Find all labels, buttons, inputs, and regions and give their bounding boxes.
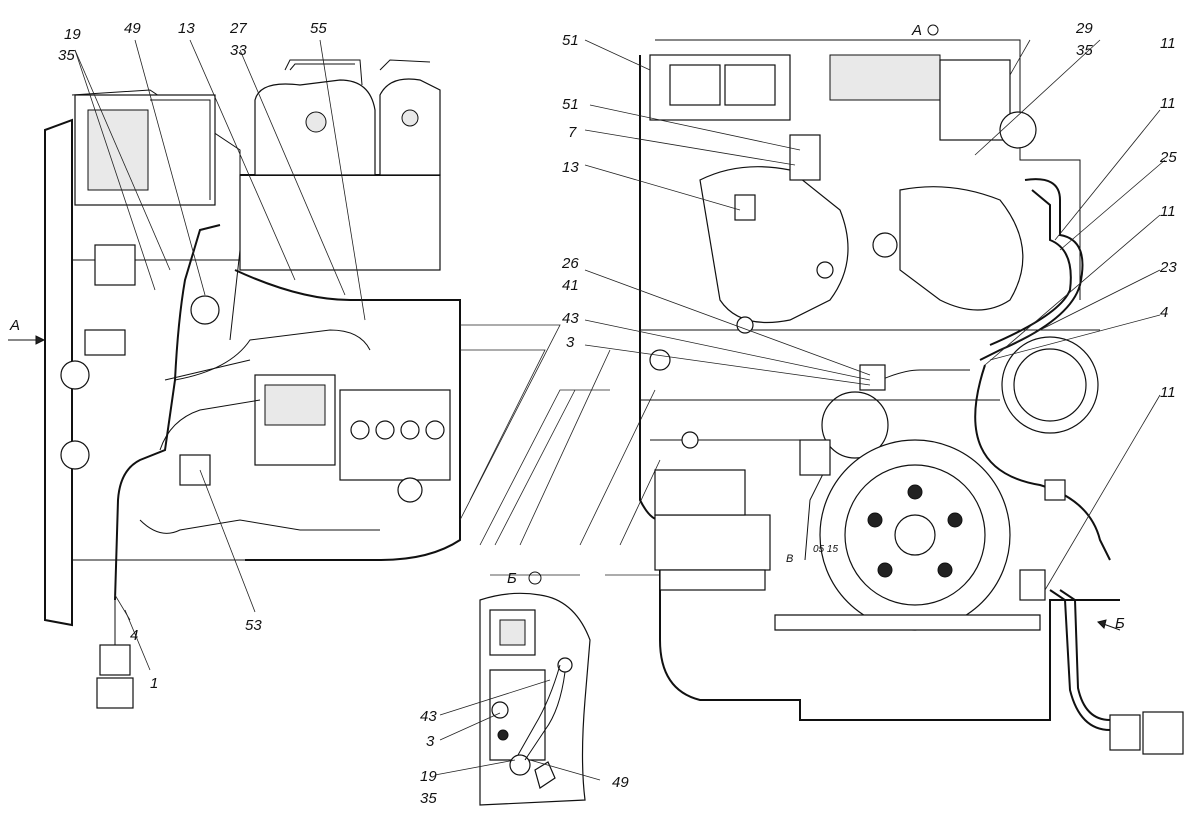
inset-view-b [434, 571, 601, 806]
view-a-arrow-label: А [9, 317, 20, 334]
callout-11-a: 11 [1160, 35, 1176, 52]
callout-11-d: 11 [1160, 384, 1176, 401]
inset-callout-49: 49 [612, 774, 629, 791]
view-v-label: В [786, 553, 793, 565]
callout-7: 7 [568, 124, 577, 141]
callout-35-right: 35 [1076, 42, 1093, 59]
left-engine-view [8, 59, 661, 709]
callout-41: 41 [562, 277, 579, 294]
callout-1: 1 [150, 675, 158, 692]
right-leaders [584, 39, 1166, 591]
callout-4-right: 4 [1160, 304, 1168, 321]
callout-23: 23 [1159, 259, 1177, 276]
callout-51-top: 51 [562, 32, 579, 49]
callout-49: 49 [124, 20, 141, 37]
view-b-arrow-label: Б [1115, 615, 1125, 632]
view-a-marker [927, 24, 939, 36]
callout-4: 4 [130, 627, 138, 644]
callout-43: 43 [562, 310, 579, 327]
callout-labels: 19 35 49 13 27 33 55 А 4 1 53 51 51 7 13… [9, 20, 1177, 807]
callout-25: 25 [1159, 149, 1177, 166]
timing-mark-stamp: 05 15 [813, 544, 838, 555]
inset-callout-35: 35 [420, 790, 437, 807]
callout-33: 33 [230, 42, 247, 59]
inset-callout-19: 19 [420, 768, 437, 785]
callout-27: 27 [229, 20, 247, 37]
inset-title: Б [507, 570, 517, 587]
callout-11-b: 11 [1160, 95, 1176, 112]
right-engine-view [639, 39, 1184, 755]
callout-13-right: 13 [562, 159, 579, 176]
callout-53: 53 [245, 617, 262, 634]
callout-29: 29 [1075, 20, 1093, 37]
callout-26: 26 [561, 255, 579, 272]
callout-13: 13 [178, 20, 195, 37]
callout-19: 19 [64, 26, 81, 43]
callout-35: 35 [58, 47, 75, 64]
callout-55: 55 [310, 20, 327, 37]
callout-3: 3 [566, 334, 575, 351]
inset-callout-3: 3 [426, 733, 435, 750]
callout-11-c: 11 [1160, 203, 1176, 220]
left-leaders [74, 39, 366, 671]
view-a-label: А [911, 22, 922, 39]
inset-callout-43: 43 [420, 708, 437, 725]
callout-51: 51 [562, 96, 579, 113]
